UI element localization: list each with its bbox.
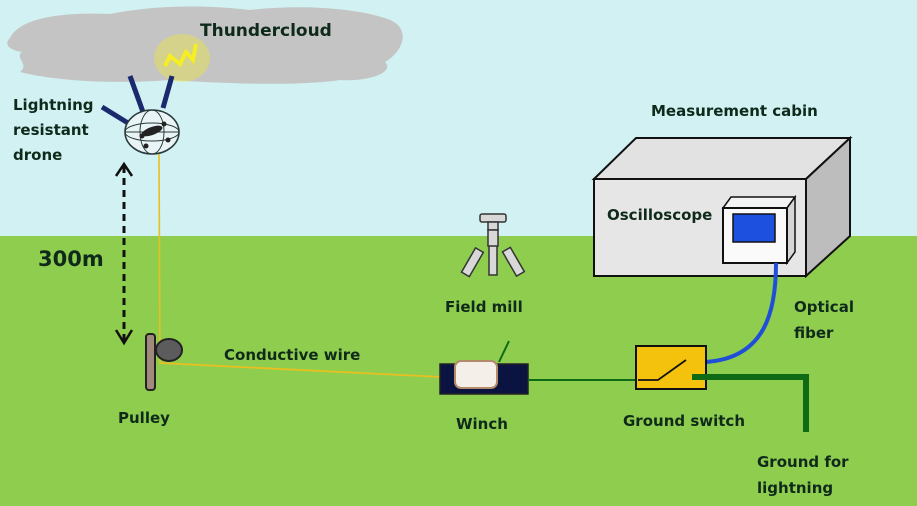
ground-lightning-wire	[692, 374, 809, 432]
label-ground-line2: lightning	[757, 479, 834, 497]
label-optical-fiber-line2: fiber	[794, 324, 834, 342]
label-drone-line2: resistant	[13, 121, 89, 139]
label-drone-line1: Lightning	[13, 96, 94, 114]
field-mill-icon	[460, 213, 526, 278]
conductive-wire	[159, 362, 443, 378]
lightning-bolt-icon	[163, 43, 198, 68]
drone-arm	[100, 104, 130, 126]
label-measurement-cabin: Measurement cabin	[651, 102, 818, 120]
label-thundercloud: Thundercloud	[200, 21, 332, 41]
label-ground-switch: Ground switch	[623, 412, 745, 430]
thundercloud	[7, 6, 403, 84]
conductive-wire-vertical	[158, 153, 161, 365]
label-pulley: Pulley	[118, 409, 170, 427]
optical-fiber	[705, 262, 778, 364]
label-drone-line3: drone	[13, 146, 63, 164]
oscilloscope-icon	[721, 194, 797, 266]
drone-arm	[160, 75, 175, 109]
height-arrow	[114, 161, 134, 346]
winch-icon	[439, 340, 529, 395]
label-conductive-wire: Conductive wire	[224, 346, 361, 364]
drone-icon	[124, 109, 180, 155]
ground-switch-icon	[635, 345, 707, 390]
label-field-mill: Field mill	[445, 298, 523, 316]
label-ground-line1: Ground for	[757, 453, 849, 471]
drone-arm	[127, 75, 146, 113]
label-optical-fiber-line1: Optical	[794, 298, 854, 316]
label-winch: Winch	[456, 415, 508, 433]
label-height: 300m	[38, 247, 104, 271]
pulley-icon	[145, 333, 183, 391]
label-oscilloscope: Oscilloscope	[607, 206, 713, 224]
